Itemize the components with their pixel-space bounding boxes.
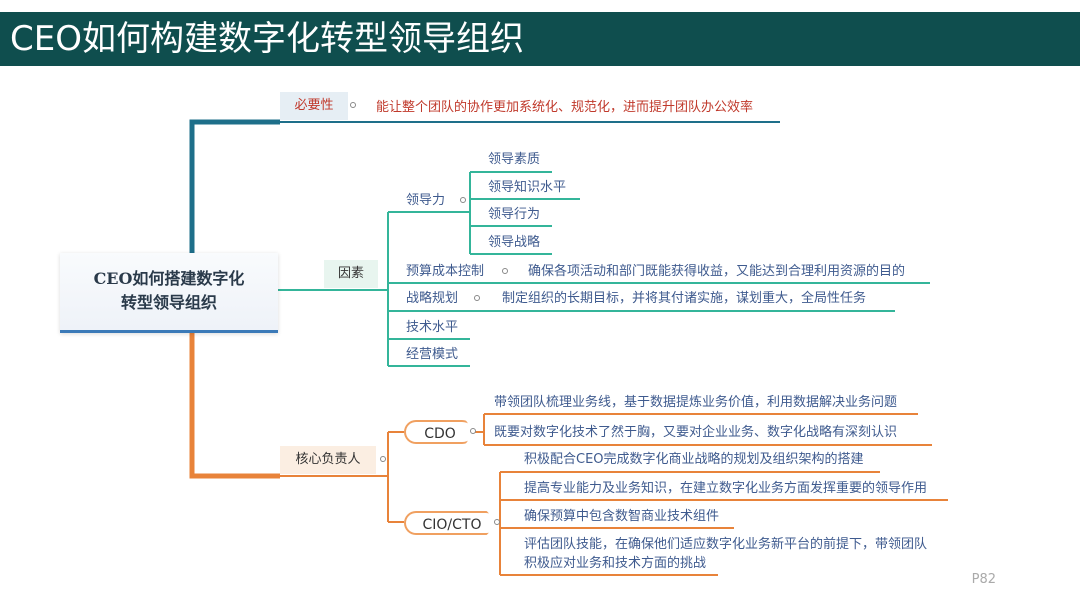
cdo-item-2: 既要对数字化技术了然于胸，又要对企业业务、数字化战略有深刻认识 xyxy=(494,425,898,440)
core-leader-label: 核心负责人 xyxy=(280,446,376,474)
strategy-connector-dot xyxy=(474,295,480,301)
cio-item-3: 确保预算中包含数智商业技术组件 xyxy=(524,509,720,524)
leadership-item-3: 领导行为 xyxy=(488,207,541,222)
cio-item-2: 提高专业能力及业务知识，在建立数字化业务方面发挥重要的领导作用 xyxy=(524,481,928,496)
tech-level-label: 技术水平 xyxy=(406,320,459,335)
cio-item-4: 评估团队技能，在确保他们适应数字化业务新平台的前提下，带领团队 xyxy=(524,537,928,552)
header-bar: CEO如何构建数字化转型领导组织 xyxy=(0,12,1080,66)
central-topic-text: CEO如何搭建数字化 转型领导组织 xyxy=(93,269,245,312)
budget-connector-dot xyxy=(502,268,508,274)
leadership-item-4: 领导战略 xyxy=(488,235,541,250)
strategy-description: 制定组织的长期目标，并将其付诸实施，谋划重大，全局性任务 xyxy=(502,291,867,306)
necessity-description: 能让整个团队的协作更加系统化、规范化，进而提升团队办公效率 xyxy=(376,100,754,115)
central-topic: CEO如何搭建数字化 转型领导组织 xyxy=(60,253,278,333)
strategy-label: 战略规划 xyxy=(406,291,459,306)
leadership-connector-dot xyxy=(460,197,466,203)
necessity-connector-dot xyxy=(350,102,356,108)
budget-label: 预算成本控制 xyxy=(406,264,485,279)
leadership-item-2: 领导知识水平 xyxy=(488,180,567,195)
page-number: P82 xyxy=(971,572,996,587)
cio-item-5: 积极应对业务和技术方面的挑战 xyxy=(524,556,707,571)
budget-description: 确保各项活动和部门既能获得收益，又能达到合理利用资源的目的 xyxy=(528,264,906,279)
business-mode-label: 经营模式 xyxy=(406,347,459,362)
cio-cto-node: CIO/CTO xyxy=(404,511,498,535)
core-leader-connector-dot xyxy=(380,456,386,462)
cdo-connector-dot xyxy=(470,428,476,434)
cio-item-1: 积极配合CEO完成数字化商业战略的规划及组织架构的搭建 xyxy=(524,452,864,467)
page-title: CEO如何构建数字化转型领导组织 xyxy=(10,19,524,59)
factors-label: 因素 xyxy=(324,260,378,288)
leadership-item-1: 领导素质 xyxy=(488,152,541,167)
cdo-item-1: 带领团队梳理业务线，基于数据提炼业务价值，利用数据解决业务问题 xyxy=(494,395,898,410)
cio-cto-connector-dot xyxy=(494,519,500,525)
leadership-label: 领导力 xyxy=(406,193,446,208)
necessity-label: 必要性 xyxy=(280,92,348,120)
cdo-node: CDO xyxy=(404,420,474,444)
